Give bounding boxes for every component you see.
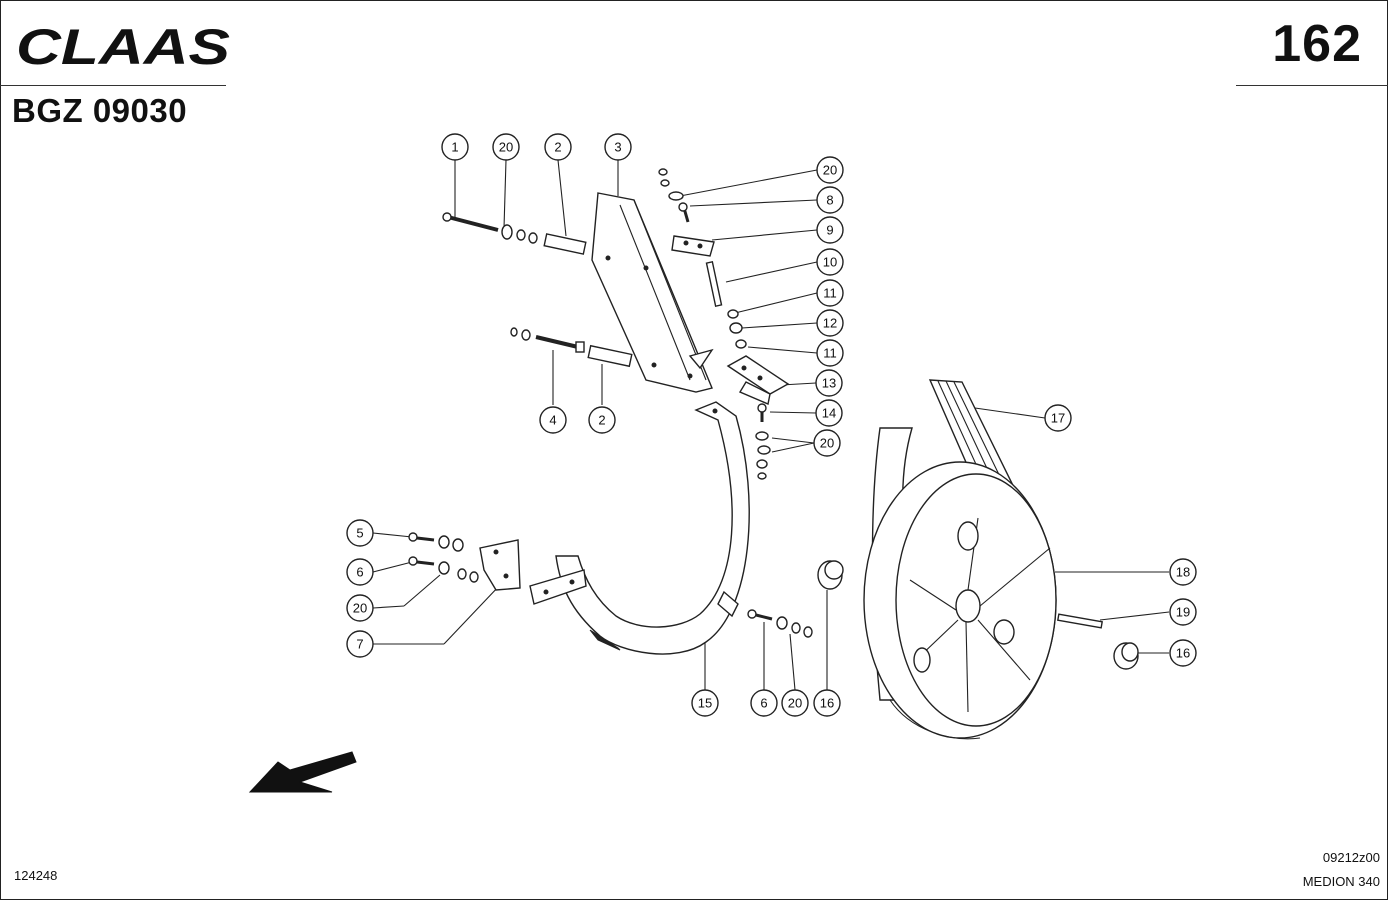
svg-text:19: 19 bbox=[1176, 605, 1190, 620]
callout-20-c: 20 bbox=[813, 429, 841, 457]
svg-text:20: 20 bbox=[823, 163, 837, 178]
document-code: BGZ 09030 bbox=[12, 92, 188, 129]
bolt-4 bbox=[510, 327, 585, 353]
svg-text:7: 7 bbox=[356, 637, 363, 652]
callout-12: 12 bbox=[816, 309, 844, 337]
pulley-18 bbox=[863, 461, 1057, 740]
callout-14: 14 bbox=[815, 399, 843, 427]
svg-text:20: 20 bbox=[788, 696, 802, 711]
bracket-13 bbox=[726, 355, 790, 405]
callout-16-a: 16 bbox=[1169, 639, 1197, 667]
callout-6-b: 6 bbox=[750, 689, 778, 717]
drawing-code: 09212z00 bbox=[1322, 850, 1380, 865]
callout-6-a: 6 bbox=[346, 558, 374, 586]
header-rule-left bbox=[0, 85, 226, 86]
top-fasteners bbox=[658, 168, 747, 349]
callout-3: 3 bbox=[604, 133, 632, 161]
callout-13: 13 bbox=[815, 369, 843, 397]
svg-text:3: 3 bbox=[614, 140, 621, 155]
svg-text:15: 15 bbox=[698, 696, 712, 711]
svg-text:17: 17 bbox=[1051, 411, 1065, 426]
image-number: 124248 bbox=[14, 868, 58, 883]
bracket-arm-3 bbox=[591, 192, 714, 393]
callout-20-b: 20 bbox=[816, 156, 844, 184]
callout-20-a: 20 bbox=[492, 133, 520, 161]
callout-20-d: 20 bbox=[346, 594, 374, 622]
page-number: 162 bbox=[1272, 15, 1362, 73]
svg-text:14: 14 bbox=[822, 406, 836, 421]
washers-top-left bbox=[501, 224, 538, 244]
callout-1: 1 bbox=[441, 133, 469, 161]
svg-text:16: 16 bbox=[1176, 646, 1190, 661]
svg-text:2: 2 bbox=[554, 140, 561, 155]
svg-text:9: 9 bbox=[826, 223, 833, 238]
bushing-16-lower bbox=[817, 560, 844, 590]
callout-15: 15 bbox=[691, 689, 719, 717]
svg-text:10: 10 bbox=[823, 255, 837, 270]
callout-19: 19 bbox=[1169, 598, 1197, 626]
fasteners-6-20-right bbox=[747, 609, 813, 638]
direction-arrow bbox=[248, 751, 357, 793]
svg-text:16: 16 bbox=[820, 696, 834, 711]
svg-text:6: 6 bbox=[760, 696, 767, 711]
claas-logo-graphic: CLAAS bbox=[16, 19, 230, 75]
svg-text:11: 11 bbox=[823, 286, 837, 301]
callout-20-e: 20 bbox=[781, 689, 809, 717]
svg-text:12: 12 bbox=[823, 316, 837, 331]
svg-text:20: 20 bbox=[820, 436, 834, 451]
spacer-tube-2-top bbox=[543, 233, 587, 255]
svg-text:5: 5 bbox=[356, 526, 363, 541]
callout-10: 10 bbox=[816, 248, 844, 276]
header-rule-right bbox=[1236, 85, 1388, 86]
spacer-tube-2-lower bbox=[587, 344, 633, 368]
svg-text:1: 1 bbox=[451, 140, 458, 155]
callout-17: 17 bbox=[1044, 404, 1072, 432]
svg-text:13: 13 bbox=[822, 376, 836, 391]
callout-9: 9 bbox=[816, 216, 844, 244]
svg-text:18: 18 bbox=[1176, 565, 1190, 580]
svg-text:20: 20 bbox=[499, 140, 513, 155]
bolt-14-and-washers bbox=[755, 403, 771, 480]
svg-text:6: 6 bbox=[356, 565, 363, 580]
machine-model: MEDION 340 bbox=[1302, 874, 1380, 889]
bracket-7-and-bolts bbox=[408, 532, 521, 591]
bolt-1 bbox=[442, 212, 499, 232]
brand-wordmark: CLAAS bbox=[16, 22, 230, 70]
callout-2-b: 2 bbox=[588, 406, 616, 434]
callout-4: 4 bbox=[539, 406, 567, 434]
callout-7: 7 bbox=[346, 630, 374, 658]
callout-16-b: 16 bbox=[813, 689, 841, 717]
callout-11-b: 11 bbox=[816, 339, 844, 367]
svg-text:20: 20 bbox=[353, 601, 367, 616]
claas-logo: CLAAS bbox=[14, 19, 234, 75]
callout-8: 8 bbox=[816, 186, 844, 214]
callout-18: 18 bbox=[1169, 558, 1197, 586]
bushing-16-right bbox=[1113, 642, 1139, 670]
svg-text:11: 11 bbox=[823, 346, 837, 361]
callout-2-a: 2 bbox=[544, 133, 572, 161]
belt-guard-15 bbox=[529, 401, 750, 655]
svg-text:4: 4 bbox=[549, 413, 556, 428]
callout-11-a: 11 bbox=[816, 279, 844, 307]
pin-19 bbox=[1057, 613, 1103, 629]
svg-text:8: 8 bbox=[826, 193, 833, 208]
svg-text:2: 2 bbox=[598, 413, 605, 428]
callout-5: 5 bbox=[346, 519, 374, 547]
